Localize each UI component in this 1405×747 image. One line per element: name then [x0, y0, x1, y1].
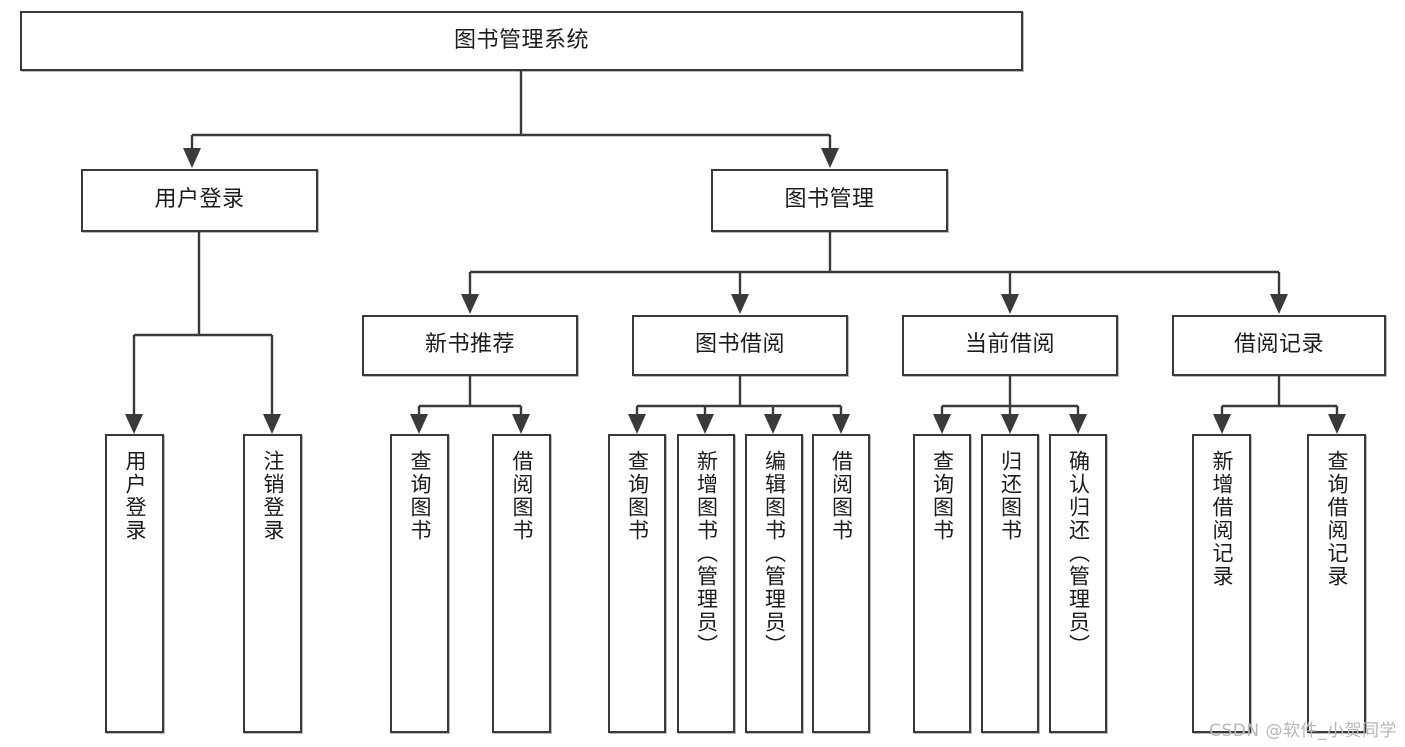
- arrow-head-leaf-confirm-return: [1069, 414, 1087, 434]
- node-leaf-query-book-3[interactable]: 查询图书: [913, 434, 971, 733]
- watermark-text: CSDN @软件_小贺同学: [1209, 721, 1397, 741]
- node-leaf-confirm-return-label: 确认归还（管理员）: [1066, 450, 1091, 657]
- node-leaf-edit-book[interactable]: 编辑图书（管理员）: [745, 434, 803, 733]
- arrow-head-leaf-user-logout: [263, 414, 281, 434]
- arrow-head-leaf-edit-book: [764, 414, 782, 434]
- arrow-head-book-manage: [821, 148, 839, 168]
- node-leaf-borrow-book-1[interactable]: 借阅图书: [492, 434, 551, 733]
- node-leaf-borrow-book-1-label: 借阅图书: [510, 450, 534, 542]
- node-book-manage-label: 图书管理: [784, 187, 875, 213]
- node-leaf-user-logout-label: 注销登录: [261, 450, 285, 542]
- arrow-head-leaf-add-record: [1213, 414, 1231, 434]
- arrow-head-book-borrow: [731, 294, 749, 314]
- node-book-manage[interactable]: 图书管理: [711, 169, 948, 232]
- node-leaf-query-record[interactable]: 查询借阅记录: [1307, 434, 1366, 733]
- node-leaf-add-record-label: 新增借阅记录: [1210, 450, 1234, 588]
- node-leaf-user-login[interactable]: 用户登录: [105, 434, 164, 733]
- node-root[interactable]: 图书管理系统: [20, 11, 1023, 71]
- node-user-login[interactable]: 用户登录: [81, 169, 318, 232]
- node-current-borrow[interactable]: 当前借阅: [902, 315, 1118, 376]
- arrow-head-leaf-query-book-1: [410, 414, 428, 434]
- node-leaf-user-login-label: 用户登录: [123, 450, 147, 542]
- arrow-head-user-login: [183, 148, 201, 168]
- node-leaf-user-logout[interactable]: 注销登录: [243, 434, 302, 733]
- node-leaf-query-book-3-label: 查询图书: [930, 450, 955, 542]
- arrow-head-leaf-borrow-book-2: [832, 414, 850, 434]
- node-leaf-borrow-book-2[interactable]: 借阅图书: [812, 434, 870, 733]
- arrow-head-new-book-recommend: [461, 294, 479, 314]
- node-root-label: 图书管理系统: [453, 27, 589, 53]
- node-book-borrow-label: 图书借阅: [694, 332, 785, 358]
- arrow-head-leaf-query-record: [1328, 414, 1346, 434]
- node-leaf-query-book-2-label: 查询图书: [625, 450, 650, 542]
- arrow-head-leaf-return-book: [1001, 414, 1019, 434]
- node-leaf-query-book-1[interactable]: 查询图书: [390, 434, 449, 733]
- arrow-head-leaf-add-book: [696, 414, 714, 434]
- node-leaf-query-book-1-label: 查询图书: [408, 450, 432, 542]
- node-leaf-query-book-2[interactable]: 查询图书: [608, 434, 666, 733]
- arrow-head-leaf-user-login: [125, 414, 143, 434]
- node-book-borrow[interactable]: 图书借阅: [632, 315, 848, 376]
- arrow-head-leaf-query-book-3: [933, 414, 951, 434]
- node-leaf-return-book[interactable]: 归还图书: [981, 434, 1039, 733]
- node-leaf-add-record[interactable]: 新增借阅记录: [1192, 434, 1251, 733]
- arrow-head-leaf-query-book-2: [628, 414, 646, 434]
- arrow-head-borrow-record: [1270, 294, 1288, 314]
- node-leaf-edit-book-label: 编辑图书（管理员）: [762, 450, 787, 657]
- node-leaf-add-book-label: 新增图书（管理员）: [694, 450, 719, 657]
- node-leaf-borrow-book-2-label: 借阅图书: [829, 450, 854, 542]
- node-borrow-record[interactable]: 借阅记录: [1172, 315, 1386, 376]
- node-new-book-recommend[interactable]: 新书推荐: [362, 315, 578, 376]
- node-leaf-query-record-label: 查询借阅记录: [1325, 450, 1349, 588]
- node-leaf-return-book-label: 归还图书: [998, 450, 1023, 542]
- node-borrow-record-label: 借阅记录: [1233, 332, 1324, 358]
- node-leaf-add-book[interactable]: 新增图书（管理员）: [677, 434, 735, 733]
- node-user-login-label: 用户登录: [154, 187, 245, 213]
- node-current-borrow-label: 当前借阅: [964, 332, 1055, 358]
- node-new-book-recommend-label: 新书推荐: [424, 332, 515, 358]
- arrow-head-current-borrow: [1001, 294, 1019, 314]
- node-leaf-confirm-return[interactable]: 确认归还（管理员）: [1049, 434, 1107, 733]
- arrow-head-leaf-borrow-book-1: [512, 414, 530, 434]
